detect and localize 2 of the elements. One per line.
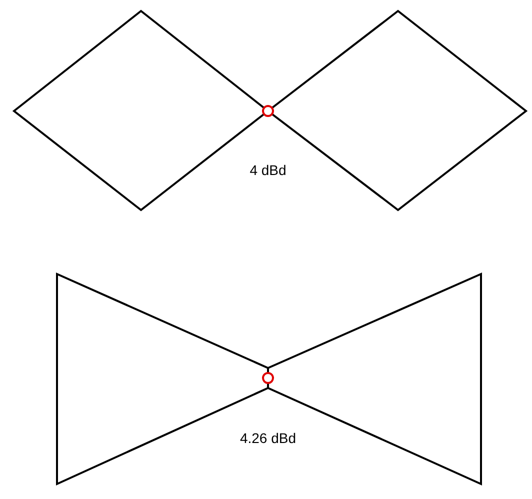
gain-label: 4 dBd — [248, 161, 288, 180]
gain-label: 4.26 dBd — [238, 429, 298, 448]
